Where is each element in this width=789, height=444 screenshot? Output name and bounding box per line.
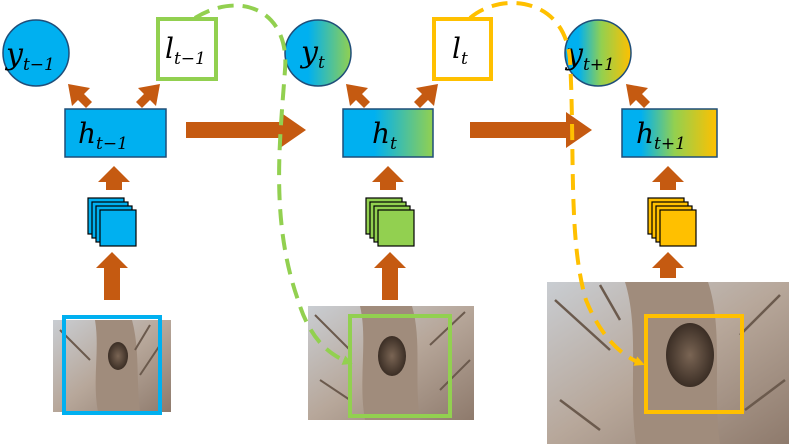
hidden-state-3-sub: t+1 xyxy=(654,134,686,154)
output-1-sub: t−1 xyxy=(23,55,55,75)
dashed-arrow-l2-to-glimpse3 xyxy=(468,0,645,366)
arrow-h1-to-l1 xyxy=(136,84,160,108)
dashed-arrow-l1-to-glimpse2 xyxy=(193,3,353,365)
location-2-sub: t xyxy=(461,49,468,69)
output-2-sub: t xyxy=(318,53,325,73)
input-image-3 xyxy=(547,282,789,444)
hidden-state-1-base: h xyxy=(78,117,96,150)
svg-text:yt−1: yt−1 xyxy=(4,37,55,75)
svg-text:yt: yt xyxy=(299,35,325,73)
output-3-base: y xyxy=(564,37,584,72)
arrow-h2-to-l2 xyxy=(414,84,438,108)
location-2: lt xyxy=(432,17,493,81)
output-1-base: y xyxy=(4,37,24,72)
arrow-image3-to-glimpse3 xyxy=(652,252,684,278)
glimpse-box-3 xyxy=(644,314,744,414)
input-image-2 xyxy=(308,306,474,420)
hidden-state-2: ht xyxy=(342,108,434,158)
output-2: yt xyxy=(284,19,352,87)
arrow-image2-to-glimpse2 xyxy=(374,252,406,300)
arrow-h1-to-h2 xyxy=(186,112,306,148)
hidden-state-1-sub: t−1 xyxy=(96,134,128,154)
arrow-glimpse3-to-h3 xyxy=(652,166,684,190)
glimpse-features-3 xyxy=(647,197,697,247)
hidden-state-1: ht−1 xyxy=(64,108,167,158)
hidden-state-2-base: h xyxy=(372,117,390,150)
glimpse-features-2 xyxy=(365,197,415,247)
output-3: yt+1 xyxy=(564,19,632,87)
svg-text:ht+1: ht+1 xyxy=(636,117,686,154)
output-1: yt−1 xyxy=(2,19,70,87)
arrow-h2-to-h3 xyxy=(470,112,592,148)
arrow-glimpse2-to-h2 xyxy=(372,166,404,190)
location-2-base: l xyxy=(452,32,461,65)
glimpse-box-2 xyxy=(348,314,452,418)
input-image-1 xyxy=(53,320,171,412)
hidden-state-3: ht+1 xyxy=(621,108,718,158)
arrow-glimpse1-to-h1 xyxy=(98,166,130,190)
glimpse-box-1 xyxy=(62,315,162,415)
arrow-image1-to-glimpse1 xyxy=(96,252,128,300)
location-1-sub: t−1 xyxy=(174,49,206,69)
arrow-h3-to-y3 xyxy=(626,84,650,108)
hidden-state-2-sub: t xyxy=(390,134,397,154)
location-1-base: l xyxy=(165,32,174,65)
hidden-state-3-base: h xyxy=(636,117,654,150)
arrow-h1-to-y1 xyxy=(68,84,92,108)
output-2-base: y xyxy=(299,35,319,70)
svg-text:lt−1: lt−1 xyxy=(165,32,206,69)
output-3-sub: t+1 xyxy=(583,55,615,75)
location-1: lt−1 xyxy=(156,17,218,81)
glimpse-features-1 xyxy=(87,197,137,247)
svg-text:ht−1: ht−1 xyxy=(78,117,128,154)
svg-text:lt: lt xyxy=(452,32,468,69)
arrow-h2-to-y2 xyxy=(346,84,370,108)
svg-text:ht: ht xyxy=(372,117,397,154)
